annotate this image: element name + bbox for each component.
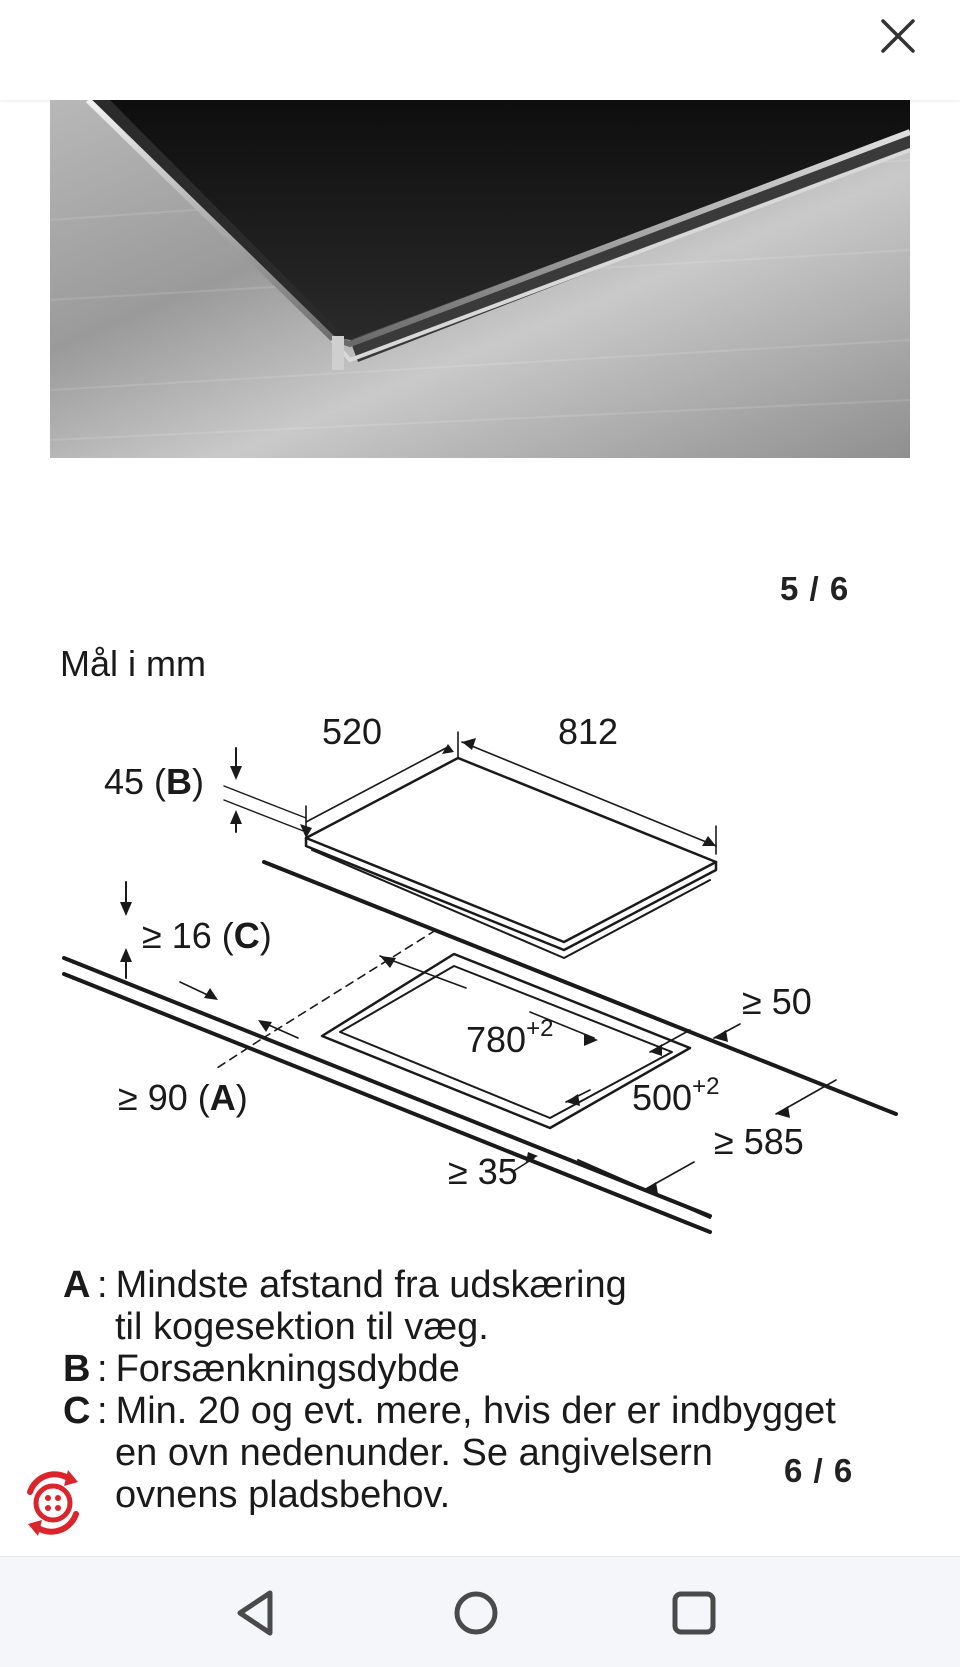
legend-a-text: Mindste afstand fra udskæring: [115, 1264, 627, 1306]
legend-c-text: Min. 20 og evt. mere, hvis der er indbyg…: [115, 1390, 836, 1432]
diagram-legend: A: Mindste afstand fra udskæring til kog…: [63, 1264, 903, 1516]
home-circle-icon: [454, 1591, 498, 1635]
nav-home-button[interactable]: [448, 1585, 504, 1641]
dim-45-b-label: 45 (B): [104, 761, 204, 802]
dim-90-a-label: ≥ 90 (A): [118, 1077, 248, 1118]
refresh-cycle-icon: [27, 1470, 79, 1536]
installation-diagram[interactable]: Mål i mm 520 812 45 (B) ≥ 16 (C) ≥ 90 (A…: [50, 640, 910, 1520]
legend-b: B: Forsænkningsdybde: [63, 1348, 460, 1390]
dimension-drawing: Mål i mm 520 812 45 (B) ≥ 16 (C) ≥ 90 (A…: [60, 643, 898, 1234]
dim-812: 812: [558, 711, 618, 752]
viewer-top-bar: [0, 0, 960, 100]
legend-c-text-cont2: ovnens pladsbehov.: [115, 1474, 451, 1516]
nav-back-button[interactable]: [228, 1585, 284, 1641]
dim-780-label: 780+2: [466, 1015, 553, 1060]
recents-square-icon: [672, 1591, 716, 1635]
legend-a: A: Mindste afstand fra udskæring: [63, 1264, 627, 1306]
legend-a-text-cont: til kogesektion til væg.: [115, 1306, 489, 1348]
assistant-floating-button[interactable]: [16, 1466, 90, 1540]
product-image-cooktop-edge[interactable]: [50, 100, 910, 458]
close-button[interactable]: [872, 10, 924, 62]
nav-recents-button[interactable]: [666, 1585, 722, 1641]
close-icon: [881, 19, 915, 53]
system-navigation-bar: [0, 1556, 960, 1667]
unit-label: Mål i mm: [60, 643, 206, 684]
dim-500-label: 500+2: [632, 1073, 719, 1118]
dim-16-c-label: ≥ 16 (C): [142, 915, 272, 956]
legend-c-text-cont: en ovn nedenunder. Se angivelsern: [115, 1432, 713, 1474]
dim-35-label: ≥ 35: [448, 1151, 518, 1192]
back-triangle-icon: [237, 1590, 273, 1636]
dim-50-label: ≥ 50: [742, 981, 812, 1022]
image-counter-top: 5 / 6: [780, 570, 850, 607]
legend-b-text: Forsænkningsdybde: [115, 1348, 460, 1390]
cooktop-edge-photo: [50, 100, 910, 458]
dim-520: 520: [322, 711, 382, 752]
image-counter-bottom: 6 / 6: [780, 1452, 858, 1490]
legend-c: C: Min. 20 og evt. mere, hvis der er ind…: [63, 1390, 836, 1432]
dim-585-label: ≥ 585: [714, 1121, 804, 1162]
